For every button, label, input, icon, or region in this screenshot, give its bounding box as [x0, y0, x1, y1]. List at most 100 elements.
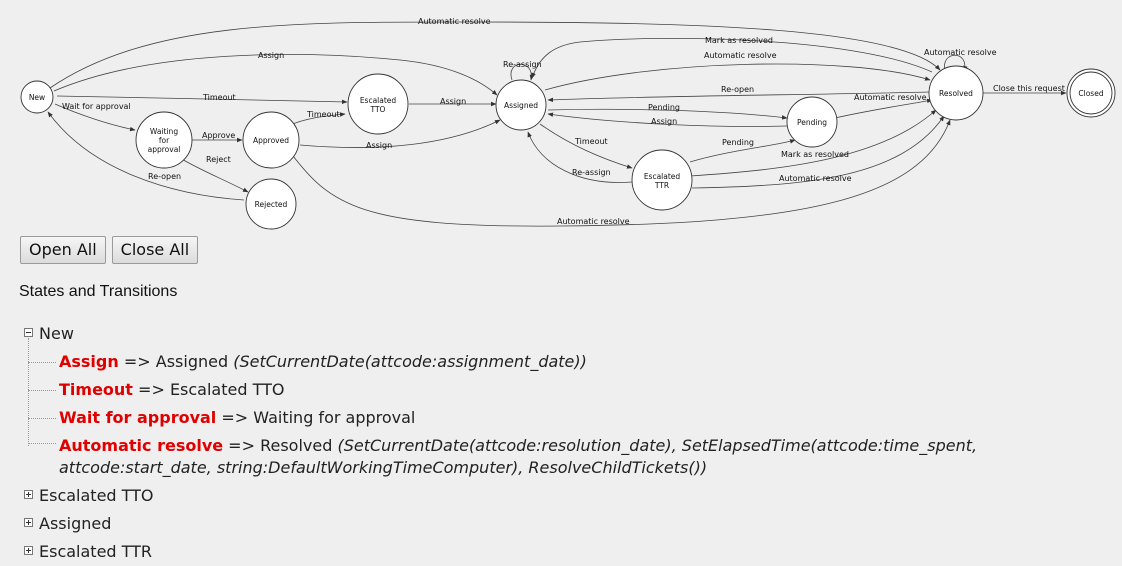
- state-label: New: [39, 324, 74, 343]
- edge-ttr-resolved-mark: [689, 109, 937, 177]
- edge-pending-resolved: [834, 98, 933, 119]
- transition-target: Escalated TTO: [169, 380, 285, 399]
- edge-assigned-ttr: [539, 123, 633, 169]
- edge-label: Pending: [648, 103, 680, 112]
- edge-label: Timeout: [306, 110, 340, 119]
- transition-item: Assign => Assigned (SetCurrentDate(attco…: [24, 348, 1114, 376]
- edge-resolved-self: [944, 55, 968, 72]
- edge-pending-assigned: [547, 112, 788, 127]
- transition-item: Timeout => Escalated TTO: [24, 376, 1114, 404]
- tree-node-escalated-tto[interactable]: Escalated TTO: [24, 482, 1114, 510]
- edge-resolved-assigned-reopen: [547, 91, 931, 103]
- close-all-button[interactable]: Close All: [111, 236, 199, 264]
- transition-name: Timeout: [59, 380, 133, 399]
- edge-labels: Automatic resolve Assign Timeout Wait fo…: [62, 17, 1065, 226]
- expand-icon[interactable]: [24, 518, 33, 527]
- states-tree: New Assign => Assigned (SetCurrentDate(a…: [24, 320, 1114, 566]
- svg-text:approval: approval: [148, 145, 181, 154]
- node-pending: Pending: [786, 96, 838, 148]
- svg-text:Rejected: Rejected: [255, 200, 288, 209]
- edge-label: Close this request: [993, 84, 1065, 93]
- edge-assigned-pending: [547, 108, 788, 120]
- open-all-button[interactable]: Open All: [20, 236, 106, 264]
- edge-label: Assign: [258, 51, 284, 60]
- edge-new-waiting: [54, 103, 136, 132]
- edge-label: Assign: [366, 141, 392, 150]
- svg-text:TTR: TTR: [654, 181, 669, 190]
- edge-label: Assign: [651, 117, 677, 126]
- edges: [47, 21, 1067, 227]
- svg-text:Approved: Approved: [253, 136, 289, 145]
- edge-label: Re-open: [721, 85, 754, 94]
- transition-action: (SetCurrentDate(attcode:resolution_date)…: [59, 436, 978, 477]
- edge-label: Automatic resolve: [418, 17, 491, 26]
- edge-rejected-new: [47, 111, 245, 201]
- edge-label: Assign: [440, 97, 466, 106]
- transition-item: Wait for approval => Waiting for approva…: [24, 404, 1114, 432]
- edge-label: Re-assign: [503, 60, 542, 69]
- svg-text:Escalated: Escalated: [360, 96, 397, 105]
- edge-label: Automatic resolve: [704, 51, 777, 60]
- transition-arrow: =>: [223, 436, 261, 455]
- edge-label: Re-open: [148, 172, 181, 181]
- expand-icon[interactable]: [24, 546, 33, 555]
- edge-resolved-assigned: [531, 38, 933, 79]
- svg-text:Escalated: Escalated: [644, 172, 681, 181]
- svg-text:Assigned: Assigned: [504, 101, 538, 110]
- section-title: States and Transitions: [19, 283, 178, 300]
- transition-name: Assign: [59, 352, 119, 371]
- node-resolved: Resolved: [928, 65, 984, 121]
- nodes: New Waiting for approval Approved Reject…: [20, 65, 1116, 230]
- node-closed: Closed: [1066, 68, 1116, 118]
- edge-label: Timeout: [574, 137, 608, 146]
- edge-label: Re-assign: [572, 168, 611, 177]
- transition-target: Waiting for approval: [253, 408, 416, 427]
- edge-label: Automatic resolve: [924, 48, 997, 57]
- state-label: Assigned: [39, 514, 112, 533]
- edge-new-tto: [56, 95, 348, 105]
- edge-assigned-resolved: [544, 63, 931, 91]
- tree-controls: Open All Close All: [20, 236, 199, 264]
- transition-action: (SetCurrentDate(attcode:assignment_date)…: [233, 352, 587, 371]
- transition-name: Automatic resolve: [59, 436, 224, 455]
- transition-arrow: =>: [216, 408, 254, 427]
- svg-text:TTO: TTO: [370, 105, 386, 114]
- edge-label: Approve: [202, 131, 235, 140]
- edge-label: Reject: [206, 155, 231, 164]
- svg-text:for: for: [159, 136, 170, 145]
- edge-ttr-resolved-auto: [691, 115, 945, 189]
- node-new: New: [20, 80, 54, 114]
- edge-ttr-pending: [689, 139, 796, 163]
- state-label: Escalated TTO: [39, 486, 154, 505]
- transition-item: Automatic resolve => Resolved (SetCurren…: [24, 432, 1019, 482]
- transition-list: Assign => Assigned (SetCurrentDate(attco…: [24, 338, 1114, 482]
- transition-target: Assigned: [155, 352, 229, 371]
- expand-icon[interactable]: [24, 490, 33, 499]
- edge-approved-assigned: [299, 119, 501, 148]
- svg-text:Closed: Closed: [1078, 89, 1103, 98]
- svg-text:Waiting: Waiting: [150, 127, 178, 136]
- state-label: Escalated TTR: [39, 542, 153, 561]
- edge-label: Wait for approval: [62, 102, 131, 111]
- edge-ttr-assigned: [527, 131, 633, 183]
- transition-arrow: =>: [118, 352, 156, 371]
- edge-waiting-rejected: [179, 157, 249, 193]
- collapse-icon[interactable]: [24, 328, 33, 337]
- edge-label: Automatic resolve: [557, 217, 630, 226]
- tree-node-new[interactable]: New: [24, 320, 1114, 348]
- edge-new-resolved: [49, 21, 941, 89]
- node-escalated-tto: Escalated TTO: [347, 73, 409, 135]
- node-rejected: Rejected: [245, 178, 297, 230]
- edge-label: Mark as resolved: [781, 150, 849, 159]
- edge-label: Timeout: [202, 93, 236, 102]
- edge-label: Automatic resolve: [779, 174, 852, 183]
- edge-label: Automatic resolve: [854, 93, 927, 102]
- svg-text:Pending: Pending: [797, 118, 827, 127]
- state-diagram: Automatic resolve Assign Timeout Wait fo…: [20, 17, 1116, 230]
- svg-text:Resolved: Resolved: [939, 89, 973, 98]
- svg-text:New: New: [29, 93, 45, 102]
- node-waiting-for-approval: Waiting for approval: [135, 111, 193, 169]
- node-escalated-ttr: Escalated TTR: [631, 149, 693, 211]
- tree-node-escalated-ttr[interactable]: Escalated TTR: [24, 538, 1114, 566]
- tree-node-assigned[interactable]: Assigned: [24, 510, 1114, 538]
